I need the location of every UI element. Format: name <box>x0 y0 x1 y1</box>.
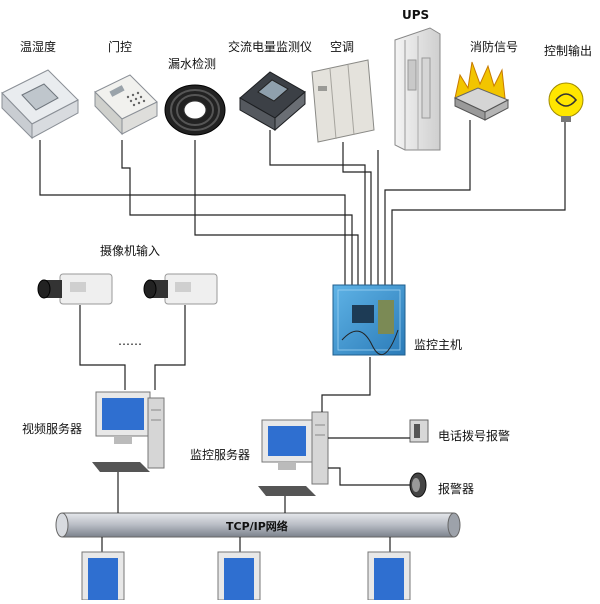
label-video-server: 视频服务器 <box>22 422 83 436</box>
tcpip-backbone <box>55 512 461 538</box>
label-camera-input: 摄像机输入 <box>100 244 161 258</box>
sensor-wires <box>39 120 566 285</box>
wire-camera-1 <box>79 305 126 390</box>
camera-wires <box>79 305 186 390</box>
label-door-control: 门控 <box>108 40 133 54</box>
fire-signal-device <box>453 61 510 121</box>
ac-power-monitor-device <box>239 71 306 132</box>
camera-1 <box>37 273 113 305</box>
wire-server-to-alarm <box>328 467 410 486</box>
label-monitor-server: 监控服务器 <box>190 448 251 462</box>
client-pc-2 <box>217 551 261 601</box>
camera-ellipsis: …… <box>118 334 142 348</box>
ups-device <box>394 27 441 151</box>
label-alarm: 报警器 <box>438 482 475 496</box>
wire-temp-humidity <box>39 140 346 285</box>
temp-humidity-device <box>1 69 79 140</box>
label-fire-signal: 消防信号 <box>470 40 519 54</box>
label-temp-humidity: 温湿度 <box>20 40 57 54</box>
wire-control-output <box>391 120 566 285</box>
wire-camera-2 <box>154 305 186 390</box>
wire-ac-power <box>269 130 366 285</box>
client-pc-3 <box>367 551 411 601</box>
label-air-conditioner: 空调 <box>330 40 355 54</box>
door-control-device <box>94 74 158 136</box>
alarm-device <box>409 472 427 498</box>
phone-dialer-device <box>409 419 429 443</box>
label-ups: UPS <box>402 8 430 22</box>
label-network: TCP/IP网络 <box>226 520 288 533</box>
label-phone-dial-alarm: 电话拨号报警 <box>438 429 511 443</box>
monitor-host-device <box>332 284 406 356</box>
wire-door-control <box>121 140 353 285</box>
wire-fire-signal <box>384 120 471 285</box>
air-conditioner-device <box>311 59 375 143</box>
control-output-device <box>548 82 584 122</box>
label-water-leak: 漏水检测 <box>168 57 217 71</box>
wire-air-conditioner <box>342 142 372 285</box>
video-server-pc <box>92 391 165 472</box>
label-monitor-host: 监控主机 <box>414 338 463 352</box>
label-ac-power-monitor: 交流电量监测仪 <box>228 40 313 54</box>
wire-water-leak <box>194 140 359 285</box>
wire-host-to-server <box>321 357 371 412</box>
label-control-output: 控制输出 <box>544 44 593 58</box>
client-pc-1 <box>81 551 125 601</box>
water-leak-device <box>164 84 226 136</box>
monitor-server-pc <box>258 411 329 496</box>
camera-2 <box>143 273 218 305</box>
